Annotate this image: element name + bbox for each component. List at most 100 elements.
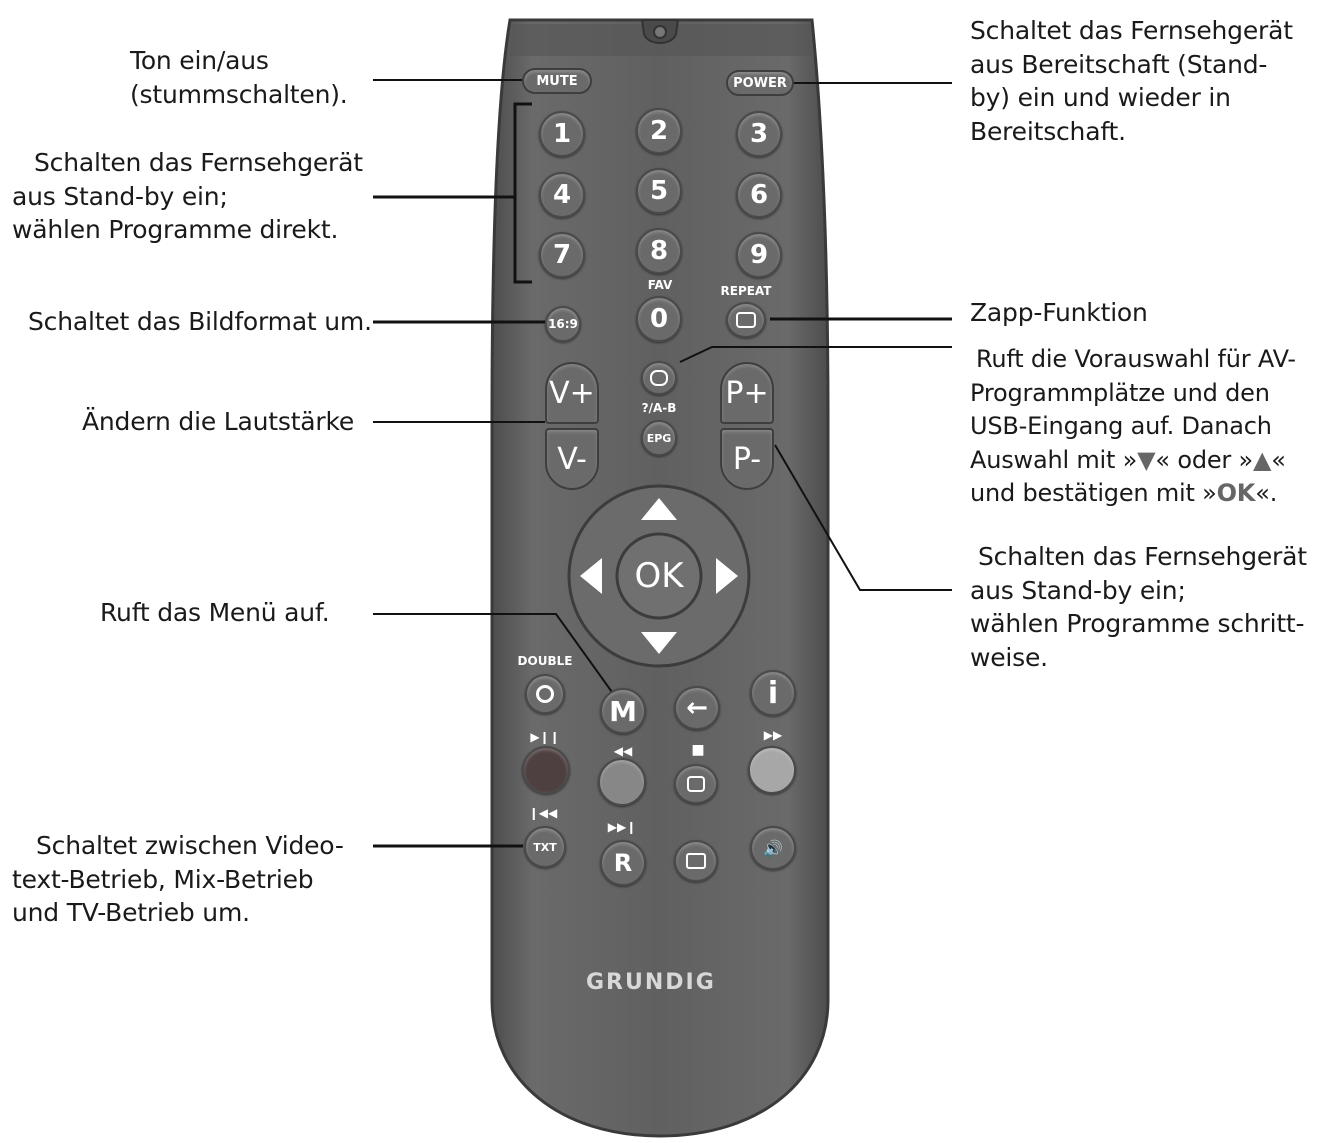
subtitle-button[interactable] <box>674 840 718 882</box>
digit-4-button[interactable]: 4 <box>539 172 585 218</box>
callout-digits-line: Schalten das Fernsehgerät <box>34 148 363 177</box>
digit-8-button[interactable]: 8 <box>636 228 682 274</box>
speaker-icon: 🔊 <box>763 838 783 858</box>
volume-up-button[interactable]: V+ <box>545 362 599 424</box>
callout-format-line: Schaltet das Bildformat um. <box>28 307 372 336</box>
dpad-up-arrow <box>641 498 677 520</box>
digit-5-button[interactable]: 5 <box>636 168 682 214</box>
volume-down-button[interactable]: V- <box>545 428 599 490</box>
audio-button[interactable]: 🔊 <box>750 826 796 870</box>
green-button[interactable] <box>598 758 646 806</box>
program-down-button[interactable]: P- <box>720 428 774 490</box>
subtitle-icon <box>686 853 706 869</box>
text-segment: «. <box>1255 479 1278 507</box>
text-segment: « <box>1271 445 1286 474</box>
callout-power-line: by) ein und wieder in <box>970 83 1231 112</box>
back-arrow-icon: ← <box>686 693 708 723</box>
leader-menu <box>373 613 623 707</box>
callout-power-line: aus Bereitschaft (Stand- <box>970 49 1268 79</box>
zoom-button[interactable] <box>525 674 565 714</box>
digit-9-button[interactable]: 9 <box>736 232 782 278</box>
menu-button[interactable]: M <box>600 688 646 734</box>
callout-teletext-line: und TV-Betrieb um. <box>12 898 250 927</box>
dpad-down-arrow <box>641 632 677 654</box>
text-segment: « oder » <box>1155 445 1253 474</box>
callout-av: Ruft die Vorauswahl für AV- Programmplät… <box>970 343 1320 511</box>
magnifier-icon <box>536 685 554 703</box>
epg-button[interactable]: EPG <box>641 420 677 456</box>
pause-button[interactable] <box>674 764 718 804</box>
fast-forward-icon: ▶▶ <box>763 728 783 742</box>
record-button[interactable]: R <box>600 840 646 886</box>
dpad-right-arrow <box>716 558 738 594</box>
callout-teletext-line: text-Betrieb, Mix-Betrieb <box>12 864 314 894</box>
repeat-label: REPEAT <box>720 284 772 298</box>
callout-mute: Ton ein/aus (stummschalten). <box>60 44 360 111</box>
digit-0-button[interactable]: 0 <box>636 296 682 342</box>
digit-2-button[interactable]: 2 <box>636 108 682 154</box>
callout-menu-line: Ruft das Menü auf. <box>100 598 330 627</box>
callout-program-line: aus Stand-by ein; <box>970 575 1186 605</box>
aspect-16-9-button[interactable]: 16:9 <box>545 306 581 342</box>
digit-1-button[interactable]: 1 <box>539 111 585 157</box>
text-segment: Auswahl mit » <box>970 445 1138 474</box>
callout-av-line: Programmplätze und den <box>970 378 1270 407</box>
callout-mute-line: Ton ein/aus <box>130 46 269 75</box>
play-pause-icon: ▶❙❙ <box>530 730 560 744</box>
callout-av-line: Auswahl mit »▼« oder »▲« <box>970 444 1320 478</box>
callout-volume: Ändern die Lautstärke <box>82 405 372 439</box>
leader-av <box>679 346 952 363</box>
callout-menu: Ruft das Menü auf. <box>100 596 370 630</box>
text-segment: und bestätigen mit » <box>970 479 1217 507</box>
program-up-button[interactable]: P+ <box>720 362 774 424</box>
callout-power-line: Bereitschaft. <box>970 116 1126 146</box>
leader-program <box>774 444 952 591</box>
callout-format: Schaltet das Bildformat um. <box>28 305 372 339</box>
callout-teletext: Schaltet zwischen Video- text-Betrieb, M… <box>12 829 372 930</box>
callout-zapp: Zapp-Funktion <box>970 296 1310 330</box>
power-button[interactable]: POWER <box>726 70 794 96</box>
callout-digits-line: aus Stand-by ein; <box>12 181 228 211</box>
callout-av-line: Ruft die Vorauswahl für AV- <box>976 345 1296 373</box>
input-source-icon <box>650 370 668 386</box>
callout-program: Schalten das Fernsehgerät aus Stand-by e… <box>970 540 1320 674</box>
double-label: DOUBLE <box>517 654 573 668</box>
ab-label: ?/A-B <box>641 401 677 415</box>
red-button[interactable] <box>522 746 570 794</box>
callout-program-line: wählen Programme schritt- <box>970 609 1305 638</box>
ok-button[interactable]: OK <box>634 556 684 596</box>
digit-3-button[interactable]: 3 <box>736 111 782 157</box>
teletext-button[interactable]: TXT <box>524 826 566 868</box>
callout-digits-line: wählen Programme direkt. <box>12 215 339 244</box>
callout-program-line: Schalten das Fernsehgerät <box>978 542 1307 571</box>
callout-av-line: USB-Eingang auf. Danach <box>970 412 1272 440</box>
digit-6-button[interactable]: 6 <box>736 172 782 218</box>
callout-mute-line: (stummschalten). <box>130 79 348 109</box>
pause-icon <box>687 776 705 792</box>
zapp-button[interactable] <box>726 302 766 338</box>
callout-av-line: und bestätigen mit »OK«. <box>970 477 1320 511</box>
av-source-button[interactable] <box>641 361 677 395</box>
dpad-left-arrow <box>580 558 602 594</box>
repeat-icon <box>736 312 756 328</box>
info-button[interactable]: i <box>750 670 796 716</box>
yellow-button[interactable] <box>748 746 796 794</box>
digit-7-button[interactable]: 7 <box>539 232 585 278</box>
callout-power-line: Schaltet das Fernsehgerät <box>970 16 1293 45</box>
callout-power: Schaltet das Fernsehgerät aus Bereitscha… <box>970 14 1320 148</box>
rewind-icon: ◀◀ <box>613 744 633 758</box>
skip-forward-icon: ▶▶❙ <box>607 820 637 834</box>
callout-volume-line: Ändern die Lautstärke <box>82 407 355 436</box>
brand-logo: GRUNDIG <box>586 970 716 995</box>
ok-glyph: OK <box>1216 479 1256 507</box>
up-arrow-glyph: ▲ <box>1253 445 1272 474</box>
fav-label: FAV <box>647 278 673 292</box>
mute-button[interactable]: MUTE <box>522 68 592 94</box>
digits-bracket <box>513 102 532 284</box>
callout-program-line: weise. <box>970 642 1048 672</box>
callout-zapp-line: Zapp-Funktion <box>970 298 1148 327</box>
stop-icon: ■ <box>691 742 705 758</box>
back-button[interactable]: ← <box>674 686 720 730</box>
